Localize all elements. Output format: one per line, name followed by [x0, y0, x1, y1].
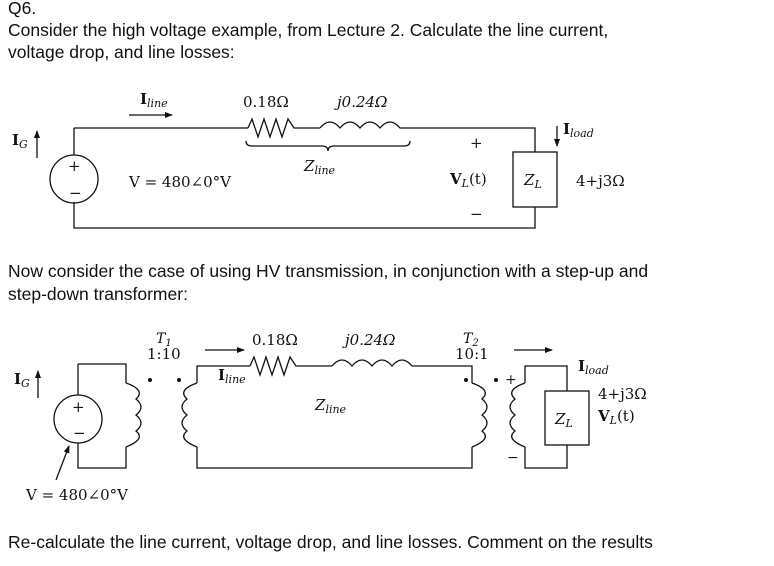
- c2-igen-label: IG: [14, 370, 30, 390]
- c1-igen-label: IG: [12, 131, 28, 151]
- c1-zload-label: ZL: [523, 171, 542, 191]
- c2-t1-primary-dot: [148, 378, 152, 382]
- c1-source-plus: +: [68, 157, 81, 175]
- question-intro-line-1: Consider the high voltage example, from …: [8, 20, 609, 40]
- c2-source-voltage-label: V = 480∠0°V: [25, 486, 129, 504]
- c2-zload-label: ZL: [554, 410, 573, 430]
- c2-iload-label: Iload: [578, 357, 609, 377]
- c1-wire-bottom: [73, 202, 536, 229]
- c1-iload-label: Iload: [563, 120, 594, 140]
- circuit-2: [35, 347, 590, 481]
- c1-iline-label: Iline: [140, 90, 168, 110]
- question-closing: Re-calculate the line current, voltage d…: [8, 532, 653, 552]
- c2-line-resistor: [249, 354, 332, 378]
- c2-t1-secondary-coil: [181, 382, 198, 448]
- c1-source-voltage-label: V = 480∠0°V: [128, 173, 232, 191]
- c2-wire-source-loop: [77, 363, 127, 469]
- c1-line-inductor: [319, 121, 407, 130]
- c2-zline-label: Zline: [314, 396, 347, 416]
- c2-t2-ratio: 10:1: [455, 345, 489, 363]
- c2-source-plus: +: [72, 398, 85, 416]
- c2-t1-name: T1: [156, 331, 172, 349]
- c2-voltage-source: [53, 394, 103, 444]
- c1-vload-minus: −: [470, 205, 483, 223]
- c1-voltage-source: [49, 154, 99, 204]
- c1-load-box: [512, 151, 558, 208]
- c2-source-minus: −: [73, 424, 86, 442]
- circuit-1: [34, 112, 560, 229]
- c2-load-plus: +: [505, 372, 517, 388]
- c1-zline-bracket: [245, 140, 411, 152]
- c2-load-value-label: 4+j3Ω: [598, 385, 647, 403]
- c2-vload-label: VL(t): [597, 407, 635, 427]
- c1-zline-label: Zline: [303, 157, 336, 177]
- question-middle-line-2: step-down transformer:: [8, 284, 188, 304]
- c2-t2-secondary-dot: [494, 378, 498, 382]
- c1-reactance-label: j0.24Ω: [334, 93, 388, 111]
- c2-source-pointer-arrow: [55, 445, 70, 481]
- c1-load-value-label: 4+j3Ω: [576, 172, 625, 190]
- c1-wire-top-right: [407, 127, 536, 152]
- c2-reactance-label: j0.24Ω: [342, 331, 396, 349]
- question-middle-line-1: Now consider the case of using HV transm…: [8, 261, 649, 281]
- c2-t2-name: T2: [463, 331, 479, 349]
- c2-wire-load-loop: [524, 365, 568, 469]
- c2-t2-primary-coil: [471, 382, 488, 448]
- c2-iline-label: Iline: [218, 366, 246, 386]
- c2-wire-bottom: [196, 447, 473, 469]
- c2-t2-secondary-coil: [509, 382, 526, 448]
- question-number: Q6.: [8, 0, 37, 18]
- question-intro-line-2: voltage drop, and line losses:: [8, 42, 235, 62]
- c2-line-inductor: [331, 359, 419, 368]
- c1-source-minus: −: [69, 184, 82, 202]
- c2-t1-secondary-dot: [177, 378, 181, 382]
- c1-vload-plus: +: [470, 134, 483, 152]
- c2-wire-top: [196, 365, 473, 383]
- c2-load-minus: −: [507, 450, 519, 466]
- c1-resistance-label: 0.18Ω: [243, 93, 289, 111]
- c2-t1-ratio: 1:10: [147, 345, 181, 363]
- c2-resistance-label: 0.18Ω: [252, 331, 298, 349]
- c2-load-box: [544, 390, 590, 446]
- c2-t1-primary-coil: [125, 382, 142, 448]
- c1-line-resistor: [247, 116, 320, 140]
- c2-t2-primary-dot: [464, 378, 468, 382]
- c1-vload-label: VL(t): [449, 170, 487, 190]
- c1-wire-top-left: [73, 127, 248, 155]
